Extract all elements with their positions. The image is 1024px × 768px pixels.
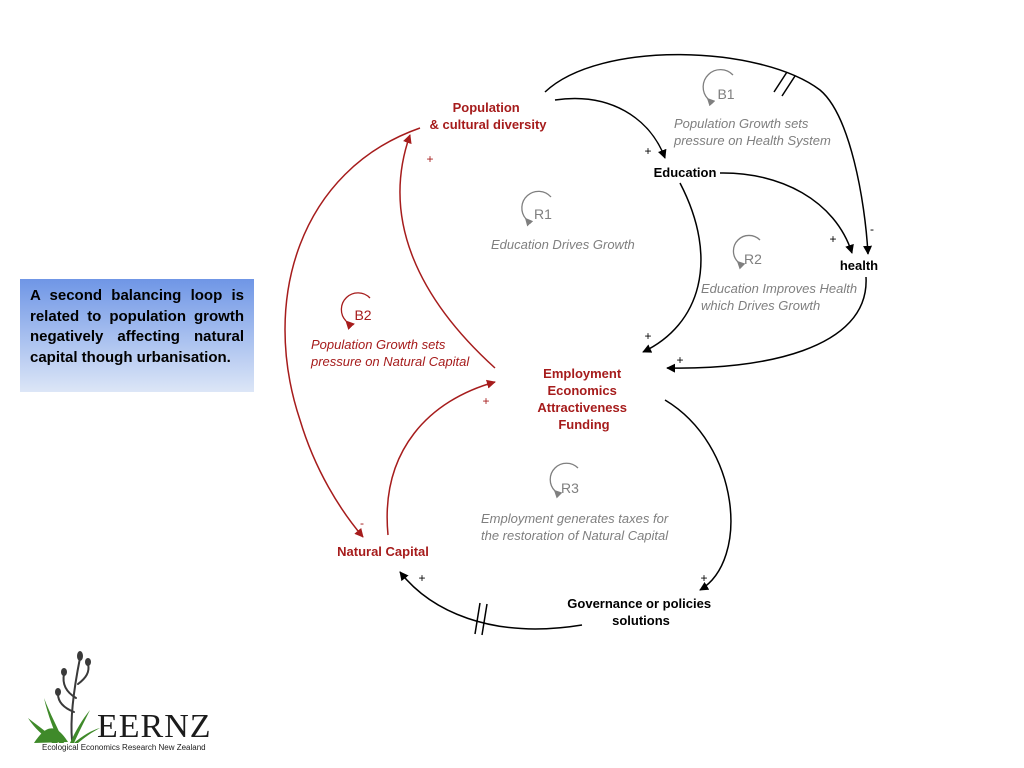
node-population: Population & cultural diversity (429, 100, 547, 132)
explanation-note: A second balancing loop is related to po… (20, 279, 254, 392)
link-governance-to-natural-capital (399, 571, 583, 630)
logo-subtitle: Ecological Economics Research New Zealan… (42, 743, 206, 752)
node-natural-capital: Natural Capital (337, 544, 429, 559)
loop-b2-desc: Population Growth sets pressure on Natur… (310, 337, 470, 369)
loop-r2-desc: Education Improves Health which Drives G… (701, 281, 861, 313)
loop-r1-desc: Education Drives Growth (491, 237, 635, 252)
loop-b1-arrow (702, 69, 734, 107)
delay-mark-population-health-2 (781, 75, 796, 97)
loop-r3-arrow (549, 462, 579, 499)
sign-emp-to-pop: + (426, 152, 433, 166)
loop-r2-arrow (732, 234, 761, 270)
logo-name: EERNZ (97, 708, 212, 745)
link-natural-capital-to-employment (386, 379, 496, 536)
link-education-to-employment (642, 182, 702, 353)
node-governance: Governance or policies solutions (567, 596, 714, 628)
sign-pop-to-edu: + (644, 144, 651, 158)
sign-edu-to-emp: + (644, 329, 651, 343)
link-population-to-health (544, 53, 873, 255)
logo-plant-icon (28, 651, 100, 743)
sign-gov-to-nc: + (418, 571, 425, 585)
link-employment-to-governance (664, 399, 732, 591)
node-education: Education (654, 165, 717, 180)
loop-r3-id: R3 (561, 480, 579, 496)
sign-pop-to-nc: - (360, 516, 364, 530)
sign-nc-to-emp: + (482, 394, 489, 408)
sign-edu-to-health: + (829, 232, 836, 246)
eernz-logo: EERNZ Ecological Economics Research New … (24, 648, 220, 756)
loop-b1-desc: Population Growth sets pressure on Healt… (673, 116, 831, 148)
link-health-to-employment (666, 276, 867, 373)
link-employment-to-population (399, 134, 496, 369)
delay-mark-governance-nc-1 (474, 602, 481, 635)
link-population-to-education (554, 97, 667, 159)
node-health: health (840, 258, 878, 273)
loop-r3-desc: Employment generates taxes for the resto… (481, 511, 672, 543)
link-education-to-health (719, 172, 854, 254)
loop-b2-arrow (340, 292, 371, 330)
loop-r1-id: R1 (534, 206, 552, 222)
loop-b1-id: B1 (717, 86, 734, 102)
node-employment: Employment Economics Attractiveness Fund… (537, 366, 630, 432)
delay-mark-population-health-1 (773, 71, 788, 93)
link-population-to-natural-capital (284, 127, 421, 538)
sign-health-to-emp: + (676, 353, 683, 367)
sign-pop-to-health: - (870, 222, 874, 236)
delay-mark-governance-nc-2 (481, 603, 488, 636)
loop-r2-id: R2 (744, 251, 762, 267)
sign-emp-to-gov: + (700, 571, 707, 585)
loop-b2-id: B2 (354, 307, 371, 323)
loop-r1-arrow (521, 190, 552, 227)
